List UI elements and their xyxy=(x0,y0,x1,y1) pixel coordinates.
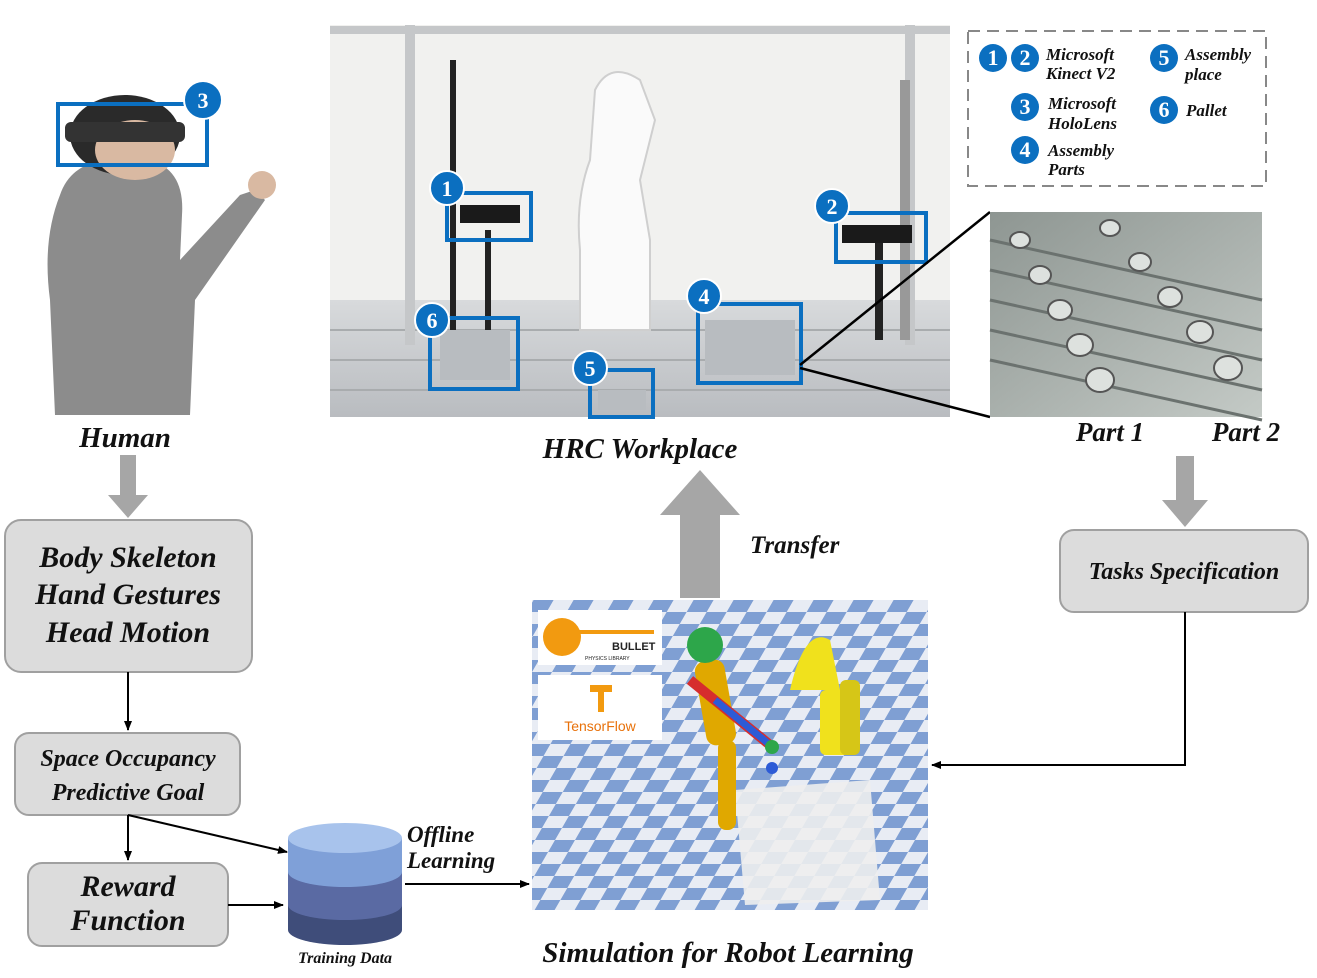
svg-text:3: 3 xyxy=(198,88,209,113)
svg-text:Head Motion: Head Motion xyxy=(45,616,210,649)
svg-text:Reward: Reward xyxy=(79,870,176,903)
reward-function-box: Reward Function xyxy=(27,862,229,947)
svg-text:6: 6 xyxy=(1159,97,1170,122)
svg-text:HoloLens: HoloLens xyxy=(1047,114,1117,133)
part-2-label: Part 2 xyxy=(1211,417,1280,447)
legend-item-pallet: 6 Pallet xyxy=(1150,96,1228,124)
perception-box: Body Skeleton Hand Gestures Head Motion xyxy=(4,519,253,673)
svg-text:Assembly: Assembly xyxy=(1184,45,1252,64)
bullet-physics-logo: BULLET PHYSICS LIBRARY xyxy=(538,610,662,665)
badge-2: 2 xyxy=(814,188,850,224)
transfer-up-arrow xyxy=(660,470,740,598)
transfer-label: Transfer xyxy=(750,532,840,559)
offline-label: Offline xyxy=(407,822,474,847)
workplace-label: HRC Workplace xyxy=(542,433,738,465)
hololens-highlight xyxy=(56,102,209,167)
parts-down-arrow xyxy=(1162,456,1208,527)
pallet-highlight xyxy=(428,316,520,391)
svg-text:4: 4 xyxy=(1020,137,1031,162)
human-down-arrow xyxy=(108,455,148,518)
simulation-label: Simulation for Robot Learning xyxy=(542,937,913,969)
svg-text:3: 3 xyxy=(1020,94,1031,119)
svg-text:2: 2 xyxy=(1020,45,1031,70)
zoom-line-top xyxy=(799,211,991,366)
svg-text:Microsoft: Microsoft xyxy=(1045,45,1115,64)
tensorflow-logo: TensorFlow xyxy=(538,675,662,740)
workplace-highlights xyxy=(428,191,928,419)
human-label: Human xyxy=(78,422,171,454)
svg-text:Tasks Specification: Tasks Specification xyxy=(1089,559,1279,585)
legend-item-hololens: 3 Microsoft HoloLens xyxy=(1011,93,1117,133)
simulated-robot xyxy=(790,637,860,755)
badge-4: 4 xyxy=(686,278,722,314)
prediction-box: Space Occupancy Predictive Goal xyxy=(14,732,241,816)
svg-text:Hand Gestures: Hand Gestures xyxy=(34,578,221,611)
svg-text:Predictive Goal: Predictive Goal xyxy=(51,780,205,806)
training-data-label: Training Data xyxy=(298,950,392,967)
hrc-workplace-photo xyxy=(330,25,950,417)
svg-text:Space Occupancy: Space Occupancy xyxy=(40,746,216,772)
badge-6: 6 xyxy=(414,302,450,338)
svg-text:Parts: Parts xyxy=(1047,160,1085,179)
kinect-1-highlight xyxy=(445,191,533,242)
svg-text:place: place xyxy=(1183,65,1222,84)
svg-text:TensorFlow: TensorFlow xyxy=(564,718,636,734)
human-photo xyxy=(47,95,276,415)
svg-text:Body Skeleton: Body Skeleton xyxy=(38,541,217,574)
badge-3-human: 3 xyxy=(183,80,223,120)
legend-item-place: 5 Assembly place xyxy=(1150,44,1252,84)
training-data-database-icon xyxy=(288,823,402,945)
svg-text:Kinect V2: Kinect V2 xyxy=(1045,64,1116,83)
svg-text:6: 6 xyxy=(427,308,438,333)
parts-closeup-photo xyxy=(989,212,1263,422)
svg-text:2: 2 xyxy=(827,194,838,219)
svg-text:PHYSICS LIBRARY: PHYSICS LIBRARY xyxy=(585,656,630,662)
svg-text:1: 1 xyxy=(442,176,453,201)
learning-label: Learning xyxy=(406,848,495,873)
zoom-line-bottom xyxy=(799,366,991,419)
svg-text:BULLET: BULLET xyxy=(612,641,656,653)
legend: 1 2 Microsoft Kinect V2 3 Microsoft Holo… xyxy=(967,30,1267,187)
part-1-label: Part 1 xyxy=(1075,417,1144,447)
legend-item-kinect: 1 2 Microsoft Kinect V2 xyxy=(979,44,1116,83)
kinect-2-highlight xyxy=(834,211,928,264)
svg-text:4: 4 xyxy=(699,284,710,309)
svg-text:Assembly: Assembly xyxy=(1047,141,1115,160)
assembly-parts-highlight xyxy=(696,302,803,385)
svg-text:Function: Function xyxy=(69,904,185,937)
simulation-screenshot: BULLET PHYSICS LIBRARY TensorFlow xyxy=(532,600,928,910)
svg-text:1: 1 xyxy=(988,45,999,70)
simulated-human xyxy=(686,627,779,830)
badge-1: 1 xyxy=(429,170,465,206)
tasks-specification-box: Tasks Specification xyxy=(1059,529,1309,613)
legend-item-parts: 4 Assembly Parts xyxy=(1011,136,1115,179)
workplace-badges: 1 2 4 5 6 xyxy=(414,170,850,386)
badge-5: 5 xyxy=(572,350,608,386)
svg-text:5: 5 xyxy=(1159,45,1170,70)
svg-text:5: 5 xyxy=(585,356,596,381)
svg-text:Microsoft: Microsoft xyxy=(1047,94,1117,113)
assembly-place-highlight xyxy=(588,368,655,419)
svg-text:Pallet: Pallet xyxy=(1185,101,1228,120)
